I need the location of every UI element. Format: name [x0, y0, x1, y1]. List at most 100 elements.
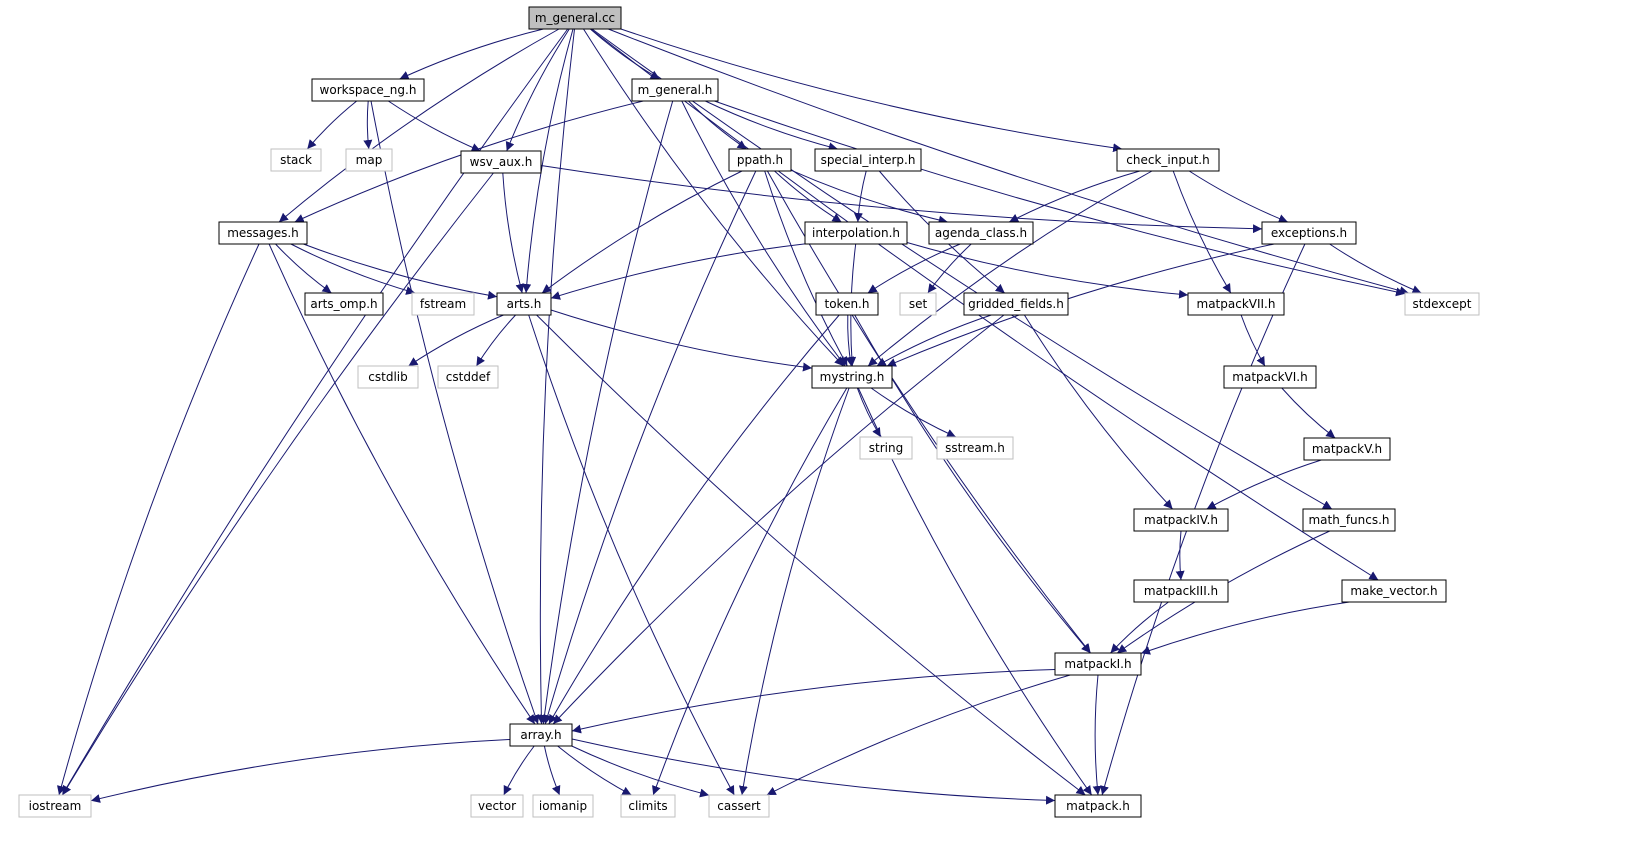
node-string[interactable]: string — [859, 436, 913, 460]
node-agenda_class_h[interactable]: agenda_class.h — [928, 221, 1034, 245]
edge-m_general_cc-to-messages_h — [278, 28, 560, 223]
edges-layer — [57, 28, 1422, 805]
node-box-fstream[interactable] — [411, 292, 475, 316]
node-box-matpack_h[interactable] — [1054, 794, 1142, 818]
node-arts_h[interactable]: arts.h — [496, 292, 552, 316]
node-box-matpackV_h[interactable] — [1303, 437, 1391, 461]
node-box-stdexcept[interactable] — [1404, 292, 1480, 316]
node-matpackIV_h[interactable]: matpackIV.h — [1133, 508, 1229, 532]
node-cstdlib[interactable]: cstdlib — [357, 365, 419, 389]
node-box-matpackIII_h[interactable] — [1133, 579, 1229, 603]
node-sstream_h[interactable]: sstream.h — [936, 436, 1014, 460]
node-label-interpolation_h: interpolation.h — [812, 226, 900, 240]
node-box-climits[interactable] — [620, 794, 676, 818]
node-box-sstream_h[interactable] — [936, 436, 1014, 460]
node-box-stack[interactable] — [270, 148, 322, 172]
node-set[interactable]: set — [899, 292, 937, 316]
node-ppath_h[interactable]: ppath.h — [728, 148, 792, 172]
node-box-token_h[interactable] — [815, 292, 879, 316]
node-box-check_input_h[interactable] — [1116, 148, 1220, 172]
node-interpolation_h[interactable]: interpolation.h — [804, 221, 908, 245]
node-label-matpackVI_h: matpackVI.h — [1232, 370, 1307, 384]
node-box-arts_h[interactable] — [496, 292, 552, 316]
node-label-matpackIII_h: matpackIII.h — [1144, 584, 1218, 598]
node-iomanip[interactable]: iomanip — [532, 794, 594, 818]
node-matpackI_h[interactable]: matpackI.h — [1054, 652, 1142, 676]
node-box-wsv_aux_h[interactable] — [460, 150, 542, 174]
node-box-agenda_class_h[interactable] — [928, 221, 1034, 245]
node-matpackVII_h[interactable]: matpackVII.h — [1187, 292, 1285, 316]
node-vector[interactable]: vector — [470, 794, 524, 818]
edge-check_input_h-to-exceptions_h — [1188, 170, 1288, 223]
node-workspace_ng_h[interactable]: workspace_ng.h — [311, 78, 425, 102]
node-box-string[interactable] — [859, 436, 913, 460]
node-matpackIII_h[interactable]: matpackIII.h — [1133, 579, 1229, 603]
node-box-exceptions_h[interactable] — [1261, 221, 1357, 245]
edge-agenda_class_h-to-set — [927, 243, 972, 294]
node-box-set[interactable] — [899, 292, 937, 316]
edge-array_h-to-iomanip — [543, 745, 561, 796]
edge-arts_h-to-mystring_h — [550, 309, 813, 372]
node-special_interp_h[interactable]: special_interp.h — [814, 148, 922, 172]
node-box-matpackIV_h[interactable] — [1133, 508, 1229, 532]
node-box-iostream[interactable] — [18, 794, 92, 818]
node-box-workspace_ng_h[interactable] — [311, 78, 425, 102]
node-iostream[interactable]: iostream — [18, 794, 92, 818]
node-box-make_vector_h[interactable] — [1341, 579, 1447, 603]
node-box-special_interp_h[interactable] — [814, 148, 922, 172]
node-array_h[interactable]: array.h — [509, 723, 573, 747]
node-box-cstddef[interactable] — [437, 365, 499, 389]
node-m_general_cc[interactable]: m_general.cc — [528, 6, 622, 30]
node-climits[interactable]: climits — [620, 794, 676, 818]
node-box-matpackVI_h[interactable] — [1223, 365, 1317, 389]
edge-arts_h-to-matpack_h — [536, 314, 1086, 796]
edge-workspace_ng_h-to-wsv_aux_h — [388, 100, 481, 152]
node-cassert[interactable]: cassert — [708, 794, 770, 818]
node-box-vector[interactable] — [470, 794, 524, 818]
node-box-interpolation_h[interactable] — [804, 221, 908, 245]
node-matpackV_h[interactable]: matpackV.h — [1303, 437, 1391, 461]
node-box-iomanip[interactable] — [532, 794, 594, 818]
node-label-climits: climits — [628, 799, 667, 813]
node-stack[interactable]: stack — [270, 148, 322, 172]
edge-ppath_h-to-array_h — [543, 170, 757, 725]
node-box-math_funcs_h[interactable] — [1302, 508, 1396, 532]
node-label-exceptions_h: exceptions.h — [1271, 226, 1347, 240]
node-box-m_general_cc[interactable] — [528, 6, 622, 30]
node-label-vector: vector — [478, 799, 516, 813]
node-box-matpackVII_h[interactable] — [1187, 292, 1285, 316]
node-box-ppath_h[interactable] — [728, 148, 792, 172]
node-label-matpackV_h: matpackV.h — [1312, 442, 1382, 456]
node-box-arts_omp_h[interactable] — [304, 292, 384, 316]
node-fstream[interactable]: fstream — [411, 292, 475, 316]
node-mystring_h[interactable]: mystring.h — [811, 365, 893, 389]
node-box-map[interactable] — [345, 148, 393, 172]
node-box-mystring_h[interactable] — [811, 365, 893, 389]
node-m_general_h[interactable]: m_general.h — [631, 78, 719, 102]
node-matpack_h[interactable]: matpack.h — [1054, 794, 1142, 818]
node-box-array_h[interactable] — [509, 723, 573, 747]
node-box-gridded_fields_h[interactable] — [963, 292, 1069, 316]
node-messages_h[interactable]: messages.h — [218, 221, 308, 245]
node-box-messages_h[interactable] — [218, 221, 308, 245]
node-make_vector_h[interactable]: make_vector.h — [1341, 579, 1447, 603]
node-label-messages_h: messages.h — [227, 226, 299, 240]
node-token_h[interactable]: token.h — [815, 292, 879, 316]
node-matpackVI_h[interactable]: matpackVI.h — [1223, 365, 1317, 389]
edge-array_h-to-iostream — [90, 739, 511, 803]
node-box-cstdlib[interactable] — [357, 365, 419, 389]
node-exceptions_h[interactable]: exceptions.h — [1261, 221, 1357, 245]
edge-m_general_cc-to-arts_h — [522, 28, 574, 294]
node-box-m_general_h[interactable] — [631, 78, 719, 102]
nodes-layer: m_general.cc workspace_ng.h m_general.hsta… — [18, 6, 1480, 818]
node-box-matpackI_h[interactable] — [1054, 652, 1142, 676]
node-cstddef[interactable]: cstddef — [437, 365, 499, 389]
node-map[interactable]: map — [345, 148, 393, 172]
node-arts_omp_h[interactable]: arts_omp.h — [304, 292, 384, 316]
node-wsv_aux_h[interactable]: wsv_aux.h — [460, 150, 542, 174]
node-check_input_h[interactable]: check_input.h — [1116, 148, 1220, 172]
node-gridded_fields_h[interactable]: gridded_fields.h — [963, 292, 1069, 316]
node-stdexcept[interactable]: stdexcept — [1404, 292, 1480, 316]
node-box-cassert[interactable] — [708, 794, 770, 818]
node-math_funcs_h[interactable]: math_funcs.h — [1302, 508, 1396, 532]
